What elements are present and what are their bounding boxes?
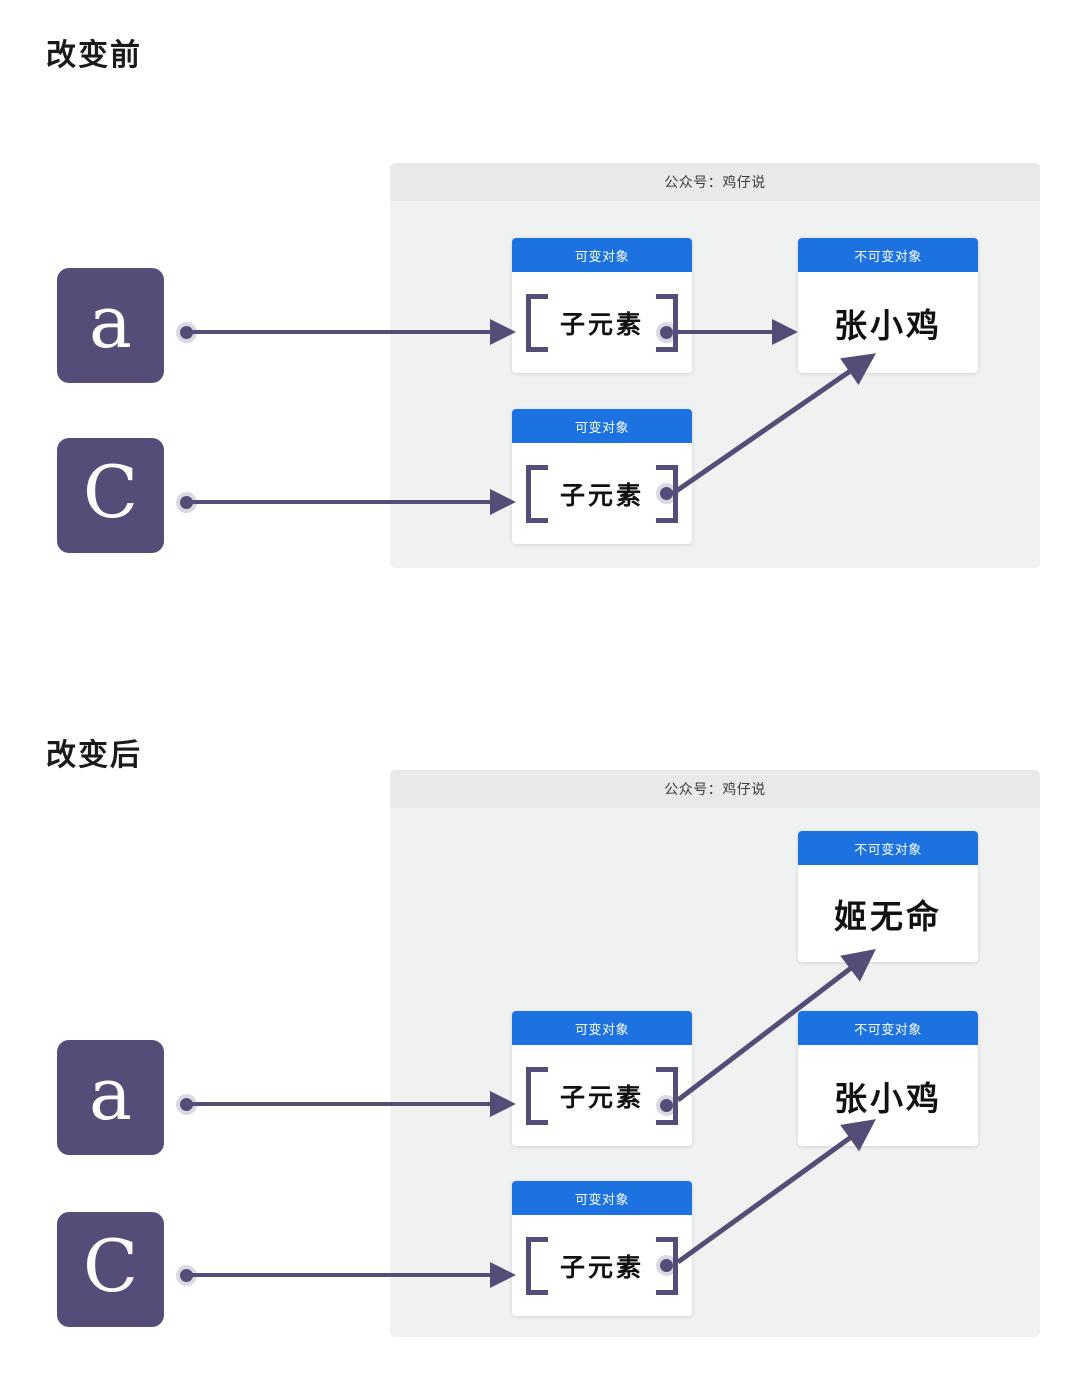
immutable-value-label: 张小鸡 [834,1078,942,1118]
bracket-left-icon [526,464,548,523]
variable-label-a: a [89,1051,132,1136]
edge-source-dot-c-after [180,1269,193,1282]
panel-header-after: 公众号：鸡仔说 [390,770,1040,808]
mutable-object-body: 子元素 [512,1215,692,1316]
mutable-object-header: 可变对象 [512,1011,692,1045]
bracket-right-icon [656,1066,678,1125]
mutable-object-card-a-after[interactable]: 可变对象 子元素 [512,1011,692,1146]
section-title-before: 改变前 [46,39,142,72]
edge-source-dot-mutable-a [660,326,673,339]
immutable-object-header: 不可变对象 [798,831,978,865]
immutable-value-label: 姬无命 [834,896,942,936]
immutable-value-label: 张小鸡 [834,305,942,345]
mutable-object-card-c-after[interactable]: 可变对象 子元素 [512,1181,692,1316]
immutable-object-header: 不可变对象 [798,1011,978,1045]
immutable-object-body: 张小鸡 [798,272,978,373]
bracket-left-icon [526,1236,548,1295]
immutable-object-header: 不可变对象 [798,238,978,272]
immutable-object-body: 姬无命 [798,865,978,962]
edge-source-dot-a-after [180,1098,193,1111]
mutable-object-header: 可变对象 [512,238,692,272]
panel-header-before: 公众号：鸡仔说 [390,163,1040,201]
edge-source-dot-mutable-c-after [660,1259,673,1272]
mutable-object-header: 可变对象 [512,409,692,443]
immutable-object-body: 张小鸡 [798,1045,978,1146]
edge-source-dot-c [180,496,193,509]
mutable-object-card-c[interactable]: 可变对象 子元素 [512,409,692,544]
child-element-label: 子元素 [559,309,644,339]
bracket-right-icon [656,1236,678,1295]
section-title-after: 改变后 [46,739,142,772]
edge-source-dot-a [180,326,193,339]
child-element-label: 子元素 [559,1082,644,1112]
mutable-object-body: 子元素 [512,272,692,373]
variable-label-c: C [82,449,139,534]
immutable-object-card-zhangxiaoji-after[interactable]: 不可变对象 张小鸡 [798,1011,978,1146]
child-element-label: 子元素 [559,1252,644,1282]
immutable-object-card-zhangxiaoji[interactable]: 不可变对象 张小鸡 [798,238,978,373]
edge-source-dot-mutable-c [660,487,673,500]
mutable-object-body: 子元素 [512,1045,692,1146]
variable-label-c: C [82,1223,139,1308]
variable-label-a: a [89,279,132,364]
bracket-right-icon [656,293,678,352]
child-element-label: 子元素 [559,480,644,510]
variable-box-c[interactable]: C [57,438,164,553]
mutable-object-header: 可变对象 [512,1181,692,1215]
edge-source-dot-mutable-a-after [660,1099,673,1112]
mutable-object-card-a[interactable]: 可变对象 子元素 [512,238,692,373]
variable-box-a-after[interactable]: a [57,1040,164,1155]
immutable-object-card-jiwuming[interactable]: 不可变对象 姬无命 [798,831,978,962]
variable-box-c-after[interactable]: C [57,1212,164,1327]
variable-box-a[interactable]: a [57,268,164,383]
bracket-left-icon [526,293,548,352]
bracket-left-icon [526,1066,548,1125]
